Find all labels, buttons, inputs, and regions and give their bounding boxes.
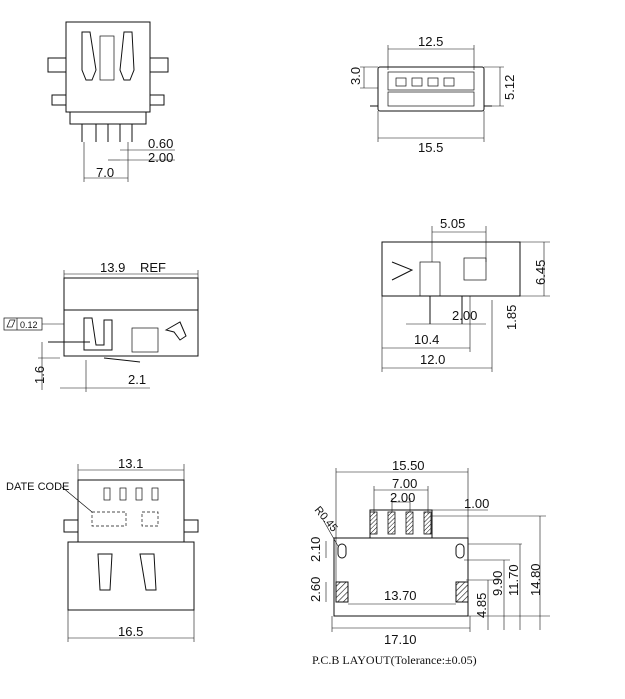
latch-spring: [164, 321, 187, 341]
pin-1: [369, 511, 378, 535]
dim-stand: 1.85: [504, 305, 519, 330]
dim-slot-h: 2.10: [308, 537, 323, 562]
slot-left: [337, 543, 347, 559]
dim-bottom-width: 16.5: [118, 624, 143, 639]
dim-ref: REF: [140, 260, 166, 275]
date-code-box: [91, 511, 127, 527]
dim-pin-pitch: 2.00: [390, 490, 415, 505]
dim-height-right: 5.12: [502, 75, 517, 100]
flatness-value: 0.12: [20, 320, 38, 330]
foot-right: [149, 94, 165, 106]
contact-slot-right: [139, 553, 157, 591]
receptacle-outline: [377, 66, 485, 112]
dim-pitch: 0.60: [148, 136, 173, 151]
receptacle-lower: [387, 91, 475, 107]
dim-inner-span: 13.70: [384, 588, 417, 603]
pcb-caption: P.C.B LAYOUT(Tolerance:±0.05): [312, 653, 477, 667]
dim-top-span: 5.05: [440, 216, 465, 231]
contact-slot-left: [97, 553, 113, 591]
dim-d2: 9.90: [490, 571, 505, 596]
dim-d1: 4.85: [474, 593, 489, 618]
dim-len2: 12.0: [420, 352, 445, 367]
dim-pin-span: 7.00: [392, 476, 417, 491]
view-side-right: 5.05 6.45 2.00 1.85 10.4 12.0: [381, 216, 550, 372]
pin-4: [423, 511, 432, 535]
dim-d4: 14.80: [528, 563, 543, 596]
pad-left: [335, 581, 349, 603]
side-body-right: [381, 241, 521, 297]
dim-height: 1.6: [32, 366, 47, 384]
pin-2: [387, 511, 396, 535]
dim-pad-h: 2.60: [308, 577, 323, 602]
dim-pin-width: 2.00: [148, 150, 173, 165]
dim-body-width: 15.5: [418, 140, 443, 155]
view-front-right: 12.5 15.5 3.0 5.12: [348, 34, 517, 155]
bottom-body: [67, 541, 195, 611]
dim-height-r: 6.45: [533, 260, 548, 285]
view-front-top: 0.60 2.00 7.0: [47, 21, 175, 182]
dim-outer-span: 15.50: [392, 458, 425, 473]
dim-width: 12.5: [418, 34, 443, 49]
top-body: [77, 479, 185, 543]
spring-left: [81, 31, 97, 81]
body-outline: [65, 21, 151, 113]
dim-radius: R0.45: [312, 504, 340, 534]
pad-right: [455, 581, 469, 603]
receptacle-upper: [387, 71, 475, 91]
dim-length: 13.9: [100, 260, 125, 275]
center-slot: [99, 35, 115, 81]
dim-span: 7.0: [96, 165, 114, 180]
dim-top-width: 13.1: [118, 456, 143, 471]
slot-right: [455, 543, 465, 559]
view-pcb-layout: 15.50 7.00 2.00 1.00 R0.45 2.10 2.60 13.…: [308, 458, 550, 667]
flatness-icon: [6, 319, 16, 328]
tab-left: [47, 57, 67, 73]
foot-left: [51, 94, 67, 106]
contact-left: [83, 317, 113, 351]
view-top-left: DATE CODE 13.1 16.5: [6, 456, 199, 642]
side-body: [63, 277, 199, 357]
dim-hole: 1.00: [464, 496, 489, 511]
dim-height-left: 3.0: [348, 67, 363, 85]
dim-pin-offset: 2.00: [452, 308, 477, 323]
dim-bottom-span: 17.10: [384, 632, 417, 647]
dim-d3: 11.70: [506, 564, 521, 596]
dim-offset: 2.1: [128, 372, 146, 387]
view-side-left: 0.12 13.9 REF 1.6 2.1: [3, 260, 199, 392]
latch-right: [391, 261, 414, 281]
spring-right: [119, 31, 135, 81]
date-code-label: DATE CODE: [6, 481, 69, 493]
tab-right: [149, 57, 169, 73]
dim-len1: 10.4: [414, 332, 439, 347]
pin-3: [405, 511, 414, 535]
